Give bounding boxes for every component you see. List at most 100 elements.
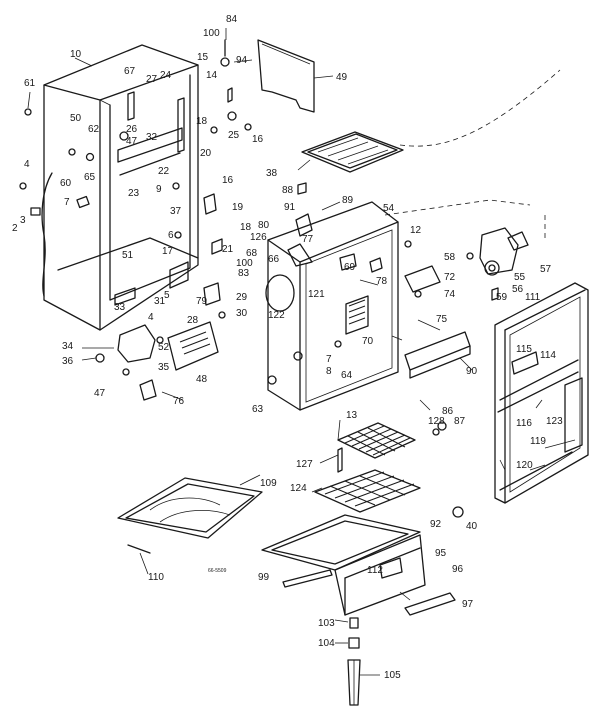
callout: 7 (326, 354, 332, 365)
callout: 116 (516, 418, 532, 429)
callout: 109 (260, 478, 277, 489)
callout: 123 (546, 416, 563, 427)
callout: 40 (466, 521, 478, 532)
callout: 34 (62, 341, 74, 352)
drain-tube (41, 172, 53, 297)
part-87 (432, 428, 440, 436)
callout: 99 (258, 572, 270, 583)
callout: 68 (246, 248, 258, 259)
callout: 21 (222, 244, 234, 255)
callout: 88 (282, 185, 294, 196)
callout: 61 (24, 78, 36, 89)
callout: 13 (346, 410, 358, 421)
callout: 4 (148, 312, 154, 323)
bottom-components (95, 282, 226, 401)
callout: 22 (158, 166, 170, 177)
callout: 64 (341, 370, 353, 381)
callout: 57 (540, 264, 552, 275)
callout: 62 (88, 124, 100, 135)
diagram-reference: 66-5509 (208, 568, 227, 574)
callout: 66 (268, 254, 280, 265)
callout: 30 (236, 308, 248, 319)
callout: 59 (496, 292, 508, 303)
shelf-frame (261, 514, 421, 571)
callout: 95 (435, 548, 447, 559)
callout: 37 (170, 206, 182, 217)
freezer-door-panel (257, 39, 315, 113)
callout: 48 (196, 374, 208, 385)
callout: 115 (516, 344, 532, 355)
callout: 67 (124, 66, 136, 77)
callout: 35 (158, 362, 170, 373)
crisper-drawer (334, 534, 426, 616)
callout: 114 (540, 350, 556, 361)
callout: 17 (162, 246, 174, 257)
callout: 10 (70, 49, 82, 60)
callout: 76 (173, 396, 185, 407)
part-86 (437, 421, 447, 431)
callout: 54 (383, 203, 395, 214)
callout: 128 (428, 416, 445, 427)
callout: 47 (126, 136, 138, 147)
callout: 47 (94, 388, 106, 399)
callout: 69 (344, 262, 356, 273)
callout-labels: 84 100 94 10 15 61 67 27 24 14 49 50 62 … (12, 14, 563, 681)
callout: 77 (302, 234, 314, 245)
callout: 9 (156, 184, 162, 195)
callout: 33 (114, 302, 126, 313)
callout: 97 (462, 599, 474, 610)
callout: 18 (196, 116, 208, 127)
callout: 124 (290, 483, 307, 494)
callout: 29 (236, 292, 248, 303)
trim-strip-97 (404, 592, 456, 616)
leveling-leg (347, 617, 361, 706)
control-block (404, 240, 441, 298)
callout: 26 (126, 124, 138, 135)
callout: 28 (187, 315, 199, 326)
callout: 89 (342, 195, 354, 206)
callout: 38 (266, 168, 278, 179)
callout: 86 (442, 406, 454, 417)
callout: 25 (228, 130, 240, 141)
callout: 32 (146, 132, 158, 143)
callout: 80 (258, 220, 270, 231)
callout: 36 (62, 356, 74, 367)
callout: 5 (164, 290, 170, 301)
callout: 126 (250, 232, 267, 243)
cabinet-shell (43, 44, 199, 331)
callout: 83 (238, 268, 250, 279)
callout: 119 (530, 436, 546, 447)
callout: 103 (318, 618, 335, 629)
callout: 8 (326, 366, 332, 377)
callout: 18 (240, 222, 252, 233)
callout: 52 (158, 342, 170, 353)
callout: 56 (512, 284, 524, 295)
fresh-food-door (494, 282, 589, 504)
upper-wire-shelf (337, 422, 416, 459)
callout: 6 (168, 230, 174, 241)
callout: 23 (128, 188, 140, 199)
fan-motor-assembly (466, 227, 529, 301)
callout: 74 (444, 289, 456, 300)
callout: 63 (252, 404, 264, 415)
callout: 75 (436, 314, 448, 325)
callout: 16 (222, 175, 234, 186)
callout: 110 (148, 572, 164, 583)
callout: 58 (444, 252, 456, 263)
trim-strip-99 (282, 569, 333, 588)
callout: 92 (430, 519, 442, 530)
callout: 19 (232, 202, 244, 213)
callout: 120 (516, 460, 533, 471)
fresh-food-liner (265, 182, 399, 411)
callout: 51 (122, 250, 134, 261)
callout: 55 (514, 272, 526, 283)
callout: 90 (466, 366, 478, 377)
freezer-shelf (301, 131, 404, 173)
callout: 65 (84, 172, 96, 183)
callout: 50 (70, 113, 82, 124)
callout: 60 (60, 178, 72, 189)
callout: 100 (203, 28, 220, 39)
callout: 20 (200, 148, 212, 159)
callout: 111 (525, 292, 541, 303)
